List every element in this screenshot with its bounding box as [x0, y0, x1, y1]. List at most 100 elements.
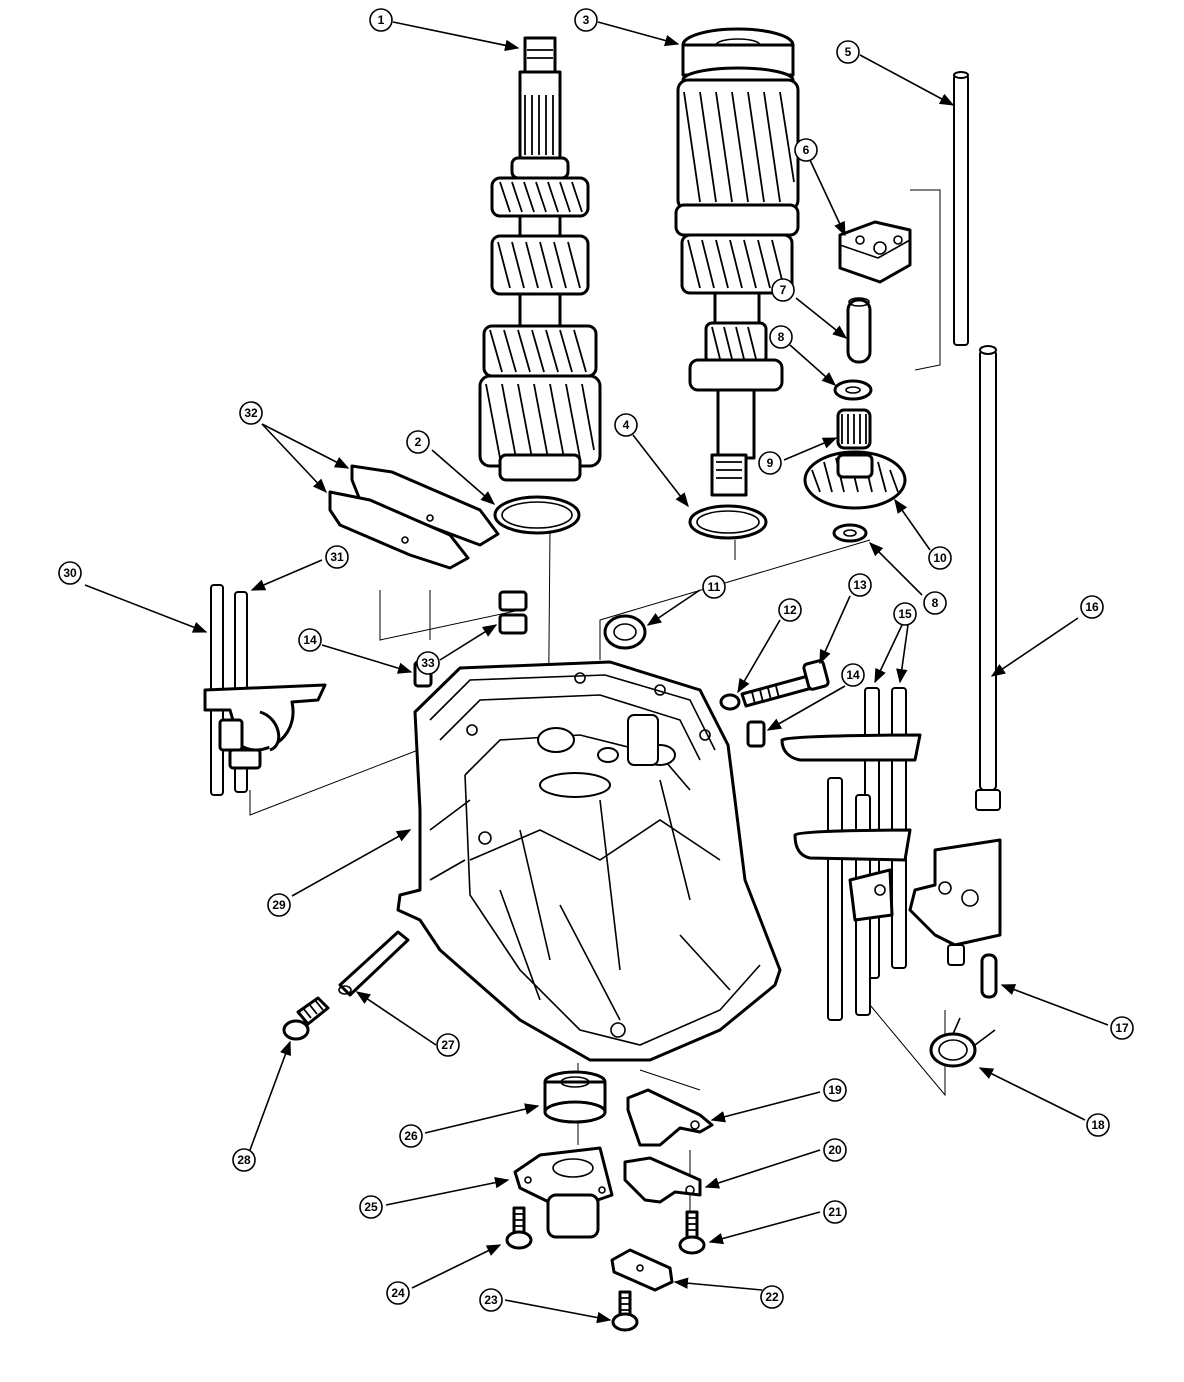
- svg-text:20: 20: [828, 1143, 842, 1157]
- dowel-pin-14-right: [746, 720, 766, 748]
- svg-text:21: 21: [828, 1205, 842, 1219]
- svg-text:27: 27: [441, 1038, 455, 1052]
- svg-text:2: 2: [415, 435, 422, 449]
- callout-26: 26: [399, 1124, 423, 1148]
- svg-text:26: 26: [404, 1129, 418, 1143]
- callout-29: 29: [267, 893, 291, 917]
- svg-text:16: 16: [1085, 600, 1099, 614]
- callout-30: 30: [58, 561, 82, 585]
- callout-23: 23: [479, 1288, 503, 1312]
- callout-21: 21: [823, 1200, 847, 1224]
- callout-32: 32: [239, 401, 263, 425]
- svg-text:11: 11: [708, 580, 721, 594]
- oil-seal-11: [603, 614, 647, 650]
- svg-text:10: 10: [933, 551, 947, 565]
- svg-text:31: 31: [330, 550, 344, 564]
- guide-rod-27: [338, 930, 410, 997]
- thrust-ring-4: [688, 504, 768, 540]
- callout-6: 6: [794, 138, 818, 162]
- shift-rod-5: [953, 71, 969, 346]
- callout-8-upper: 8: [769, 325, 793, 349]
- callout-31: 31: [325, 545, 349, 569]
- snap-ring-2: [493, 495, 581, 535]
- callout-7: 7: [771, 278, 795, 302]
- pin-7: [846, 297, 872, 364]
- shift-fork-30-31: [203, 584, 327, 796]
- svg-text:8: 8: [778, 330, 785, 344]
- callout-20: 20: [823, 1138, 847, 1162]
- svg-text:4: 4: [623, 418, 630, 432]
- svg-text:29: 29: [272, 898, 286, 912]
- svg-text:14: 14: [846, 668, 860, 682]
- washer-8-top: [833, 379, 873, 401]
- callout-11: 11: [702, 575, 726, 599]
- interlock-block-6: [838, 220, 912, 284]
- bearing-26: [543, 1070, 607, 1124]
- svg-text:33: 33: [421, 656, 435, 670]
- transmission-case-29: [396, 660, 782, 1062]
- svg-text:32: 32: [244, 406, 258, 420]
- mainshaft-assembly: [478, 36, 602, 482]
- roll-pin-17: [980, 953, 998, 999]
- bolt-23: [611, 1290, 639, 1332]
- callout-33: 33: [416, 651, 440, 675]
- svg-text:8: 8: [932, 596, 939, 610]
- bearing-retainer-25: [513, 1146, 614, 1239]
- callout-2: 2: [406, 430, 430, 454]
- callout-9: 9: [758, 451, 782, 475]
- callout-4: 4: [614, 413, 638, 437]
- washer-8-bottom: [832, 523, 868, 543]
- callouts: 1 2 3 4 5 6 7 8 8 9 10 11 12 13 14 14 15…: [58, 8, 1134, 1312]
- svg-text:3: 3: [583, 13, 590, 27]
- shift-fork-assembly-15: [780, 687, 922, 1021]
- bolt-13: [740, 659, 830, 708]
- callout-14-right: 14: [841, 663, 865, 687]
- svg-text:23: 23: [484, 1293, 498, 1307]
- reverse-idler-gear-10: [803, 450, 907, 510]
- svg-text:28: 28: [237, 1153, 251, 1167]
- callout-19: 19: [823, 1078, 847, 1102]
- svg-text:17: 17: [1115, 1021, 1129, 1035]
- callout-18: 18: [1086, 1113, 1110, 1137]
- callout-15: 15: [893, 602, 917, 626]
- countershaft-assembly: [674, 27, 800, 497]
- callout-24: 24: [386, 1281, 410, 1305]
- callout-17: 17: [1110, 1016, 1134, 1040]
- callout-12: 12: [778, 598, 802, 622]
- shift-shaft-16: [908, 345, 1002, 966]
- bolt-21: [678, 1210, 706, 1255]
- callout-1: 1: [369, 8, 393, 32]
- svg-text:5: 5: [845, 45, 852, 59]
- svg-text:7: 7: [780, 283, 787, 297]
- plug-bolt-28: [282, 996, 330, 1041]
- callout-14-left: 14: [298, 628, 322, 652]
- svg-text:24: 24: [391, 1286, 405, 1300]
- return-spring-18: [929, 1017, 996, 1068]
- callout-8-lower: 8: [923, 591, 947, 615]
- callout-22: 22: [760, 1285, 784, 1309]
- callout-16: 16: [1080, 595, 1104, 619]
- callout-5: 5: [836, 40, 860, 64]
- svg-text:6: 6: [803, 143, 810, 157]
- needle-bearing-9: [836, 408, 872, 450]
- svg-text:1: 1: [378, 13, 385, 27]
- cover-plate-22: [610, 1248, 674, 1292]
- bracket-20: [623, 1156, 702, 1204]
- svg-text:12: 12: [783, 603, 797, 617]
- svg-text:15: 15: [898, 607, 912, 621]
- svg-text:18: 18: [1091, 1118, 1105, 1132]
- callout-10: 10: [928, 546, 952, 570]
- shift-guide-plates-32: [328, 464, 500, 570]
- svg-text:25: 25: [364, 1200, 378, 1214]
- leader-lines: [84, 21, 1109, 1324]
- callout-13: 13: [848, 573, 872, 597]
- washer-12: [719, 693, 741, 711]
- magnet-33: [498, 590, 528, 635]
- bracket-19: [626, 1088, 714, 1147]
- svg-text:22: 22: [765, 1290, 779, 1304]
- svg-text:13: 13: [853, 578, 867, 592]
- callout-3: 3: [574, 8, 598, 32]
- bolt-24: [505, 1206, 533, 1250]
- callout-28: 28: [232, 1148, 256, 1172]
